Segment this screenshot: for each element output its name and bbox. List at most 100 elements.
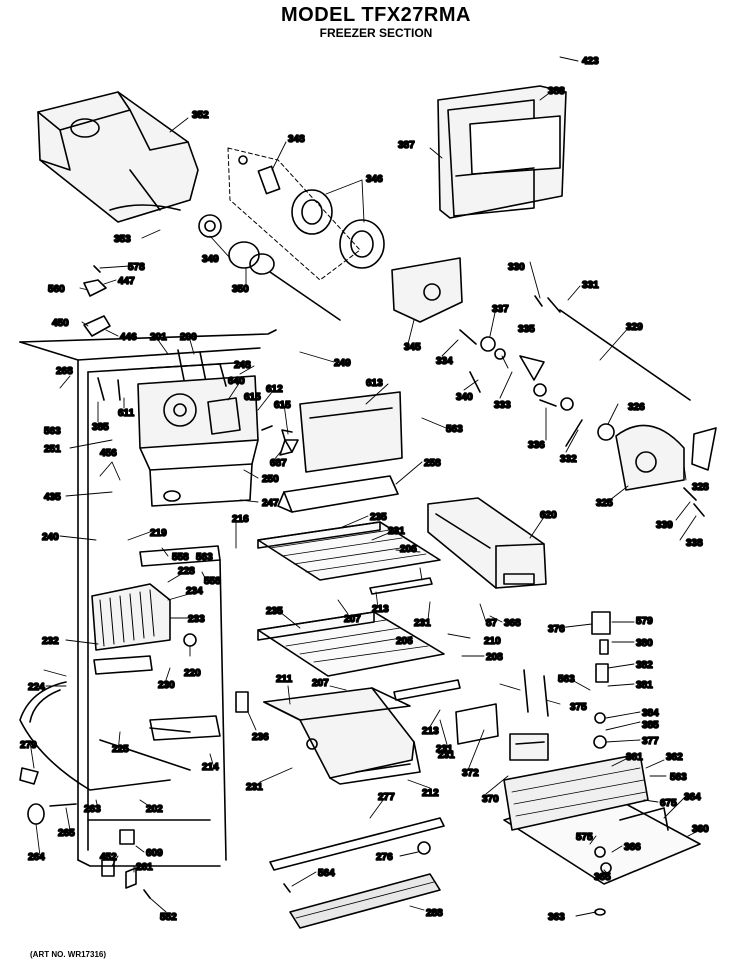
callout-label: 377 [642,736,659,747]
callout-label: 220 [184,668,201,679]
callout-label: 385 [92,422,109,433]
callout-label: 446 [120,332,137,343]
base-pan [503,753,701,916]
callout-label: 213 [372,604,389,615]
callout-leaders [29,56,705,917]
callout-label: 563 [44,426,61,437]
callout-label: 211 [276,674,293,685]
callout-label: 87 [486,618,498,629]
evaporator-coil [91,545,221,651]
callout-label: 329 [626,322,643,333]
callout-label: 337 [492,304,509,315]
callout-label: 360 [692,824,709,835]
callout-label: 235 [266,606,283,617]
callout-label: 564 [318,868,335,879]
callout-label: 640 [228,376,245,387]
callout-label: 350 [232,284,249,295]
callout-label: 575 [576,832,593,843]
callout-label: 609 [146,848,163,859]
freezer-cabinet-liner [19,329,277,867]
freezer-basket [263,687,421,785]
callout-label: 228 [178,566,195,577]
callout-label: 231 [438,750,455,761]
callout-label: 366 [624,842,641,853]
callout-label: 435 [44,492,61,503]
callout-label: 236 [252,732,269,743]
callout-label: 206 [400,544,417,555]
callout-label: 387 [398,140,415,151]
callout-label: 611 [118,408,135,419]
callout-label: 214 [202,762,219,773]
callout-label: 339 [656,520,673,531]
callout-label: 615 [274,400,291,411]
callout-label: 382 [636,660,653,671]
callout-label: 363 [548,912,565,923]
callout-label: 268 [56,366,73,377]
callout-label: 349 [202,254,219,265]
callout-label: 219 [150,528,167,539]
callout-label: 206 [396,636,413,647]
callout-label: 263 [84,804,101,815]
callout-label: 675 [660,798,677,809]
callout-label: 288 [426,908,443,919]
callout-label: 247 [262,498,279,509]
evaporator-fan-bracket [391,257,691,401]
callout-label: 210 [484,636,501,647]
callout-label: 381 [636,680,653,691]
callout-label: 385 [642,720,659,731]
callout-label: 334 [436,356,453,367]
callout-label: 264 [28,852,45,863]
callout-label: 380 [636,638,653,649]
callout-label: 233 [188,614,205,625]
callout-label: 201 [150,332,167,343]
callout-label: 277 [378,792,395,803]
callout-label: 450 [52,318,69,329]
basket-slide-rail [269,817,445,929]
callout-label: 225 [112,744,129,755]
callout-label: 552 [160,912,177,923]
callout-label: 261 [136,862,153,873]
page-title: MODEL TFX27RMA [281,4,471,26]
air-duct [277,475,399,513]
callout-label: 331 [582,280,599,291]
callout-label: 620 [540,510,557,521]
callout-label: 340 [456,392,473,403]
callout-label: 563 [670,772,687,783]
callout-label: 231 [414,618,431,629]
callout-label: 207 [344,614,361,625]
fan-panel-assembly [97,363,259,507]
callout-label: 563 [196,552,213,563]
callout-label: 456 [100,448,117,459]
callout-label: 560 [48,284,65,295]
callout-label: 258 [424,458,441,469]
wire-shelf-upper [257,521,441,595]
ice-bucket [37,91,199,223]
upper-left-fasteners [83,265,111,337]
callout-label: 375 [570,702,587,713]
callout-label: 208 [486,652,503,663]
callout-label: 248 [234,360,251,371]
callout-label: 612 [266,384,283,395]
callout-label: 558 [172,552,189,563]
callout-label: 364 [684,792,701,803]
callout-label: 234 [186,586,203,597]
callout-label: 558 [204,576,221,587]
callout-label: 376 [548,624,565,635]
callout-label: 276 [376,852,393,863]
callout-label: 332 [560,454,577,465]
callout-label: 240 [42,532,59,543]
callout-label: 352 [192,110,209,121]
callout-label: 353 [114,234,131,245]
callout-label: 250 [262,474,279,485]
callout-label: 452 [100,852,117,863]
callout-label: 362 [666,752,683,763]
callout-label: 423 [582,56,599,67]
callout-label: 563 [446,424,463,435]
callout-label: 336 [528,440,545,451]
freezer-door-cover [437,85,567,219]
control-assembly [455,611,611,761]
auger-assembly [198,147,385,321]
callout-label: 231 [436,744,453,755]
drain-tube [19,681,191,791]
